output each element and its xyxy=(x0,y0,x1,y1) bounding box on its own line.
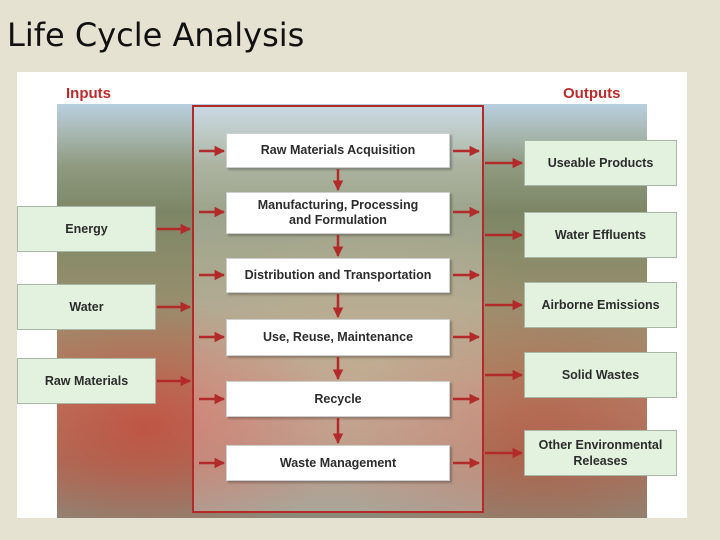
output-other-environmental-releases: Other Environmental Releases xyxy=(524,430,677,476)
stage-raw-materials-acquisition: Raw Materials Acquisition xyxy=(226,133,450,168)
stage-manufacturing: Manufacturing, Processing and Formulatio… xyxy=(226,192,450,234)
input-raw-materials: Raw Materials xyxy=(17,358,156,404)
slide-title: Life Cycle Analysis xyxy=(7,16,305,54)
output-solid-wastes: Solid Wastes xyxy=(524,352,677,398)
life-cycle-diagram: Inputs Outputs Raw Materials Acquisition… xyxy=(17,72,687,518)
stage-distribution: Distribution and Transportation xyxy=(226,258,450,293)
stage-waste-management: Waste Management xyxy=(226,445,450,481)
outputs-header: Outputs xyxy=(563,85,621,102)
stage-recycle: Recycle xyxy=(226,381,450,417)
inputs-header: Inputs xyxy=(66,85,111,102)
output-airborne-emissions: Airborne Emissions xyxy=(524,282,677,328)
output-water-effluents: Water Effluents xyxy=(524,212,677,258)
stage-use-reuse: Use, Reuse, Maintenance xyxy=(226,319,450,356)
output-useable-products: Useable Products xyxy=(524,140,677,186)
input-energy: Energy xyxy=(17,206,156,252)
input-water: Water xyxy=(17,284,156,330)
flow-arrows xyxy=(157,145,524,469)
